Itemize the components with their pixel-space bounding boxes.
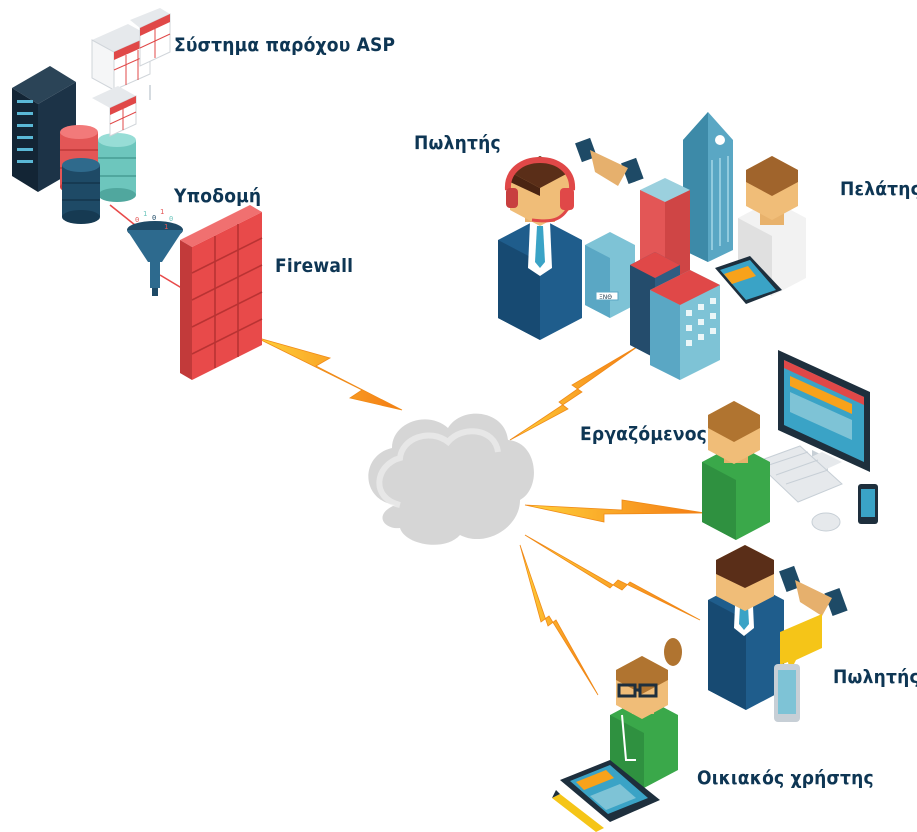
svg-text:1: 1 [160, 208, 164, 216]
keyboard-icon [755, 445, 843, 503]
tablet-icon [560, 760, 660, 822]
handshake-icon [575, 137, 644, 186]
lightning-bolt-salesman-bottom [524, 534, 701, 621]
label-asp-system: Σύστημα παρόχου ASP [174, 34, 396, 56]
spreadsheet-icons [91, 8, 171, 137]
data-funnel-icon: 01 01 01 1 [127, 208, 183, 296]
svg-text:0: 0 [152, 214, 156, 222]
lightning-bolt-employee [524, 499, 706, 523]
tablet-icon [715, 256, 782, 304]
svg-text:1: 1 [143, 210, 147, 218]
lightning-bolt-salesman-top [509, 344, 641, 441]
city-buildings-icon: ΞΝΘ [585, 112, 733, 380]
label-home-user: Οικιακός χρήστης [697, 767, 874, 789]
svg-text:1: 1 [164, 223, 168, 231]
handshake-icon [779, 565, 848, 617]
chat-bubble-icon [780, 614, 822, 672]
label-salesman-top: Πωλητής [414, 132, 501, 154]
lightning-bolt-firewall [254, 336, 403, 411]
label-infrastructure: Υποδομή [174, 185, 262, 207]
lightning-bolt-home-user [519, 544, 599, 696]
spreadsheet-icon [130, 8, 171, 67]
smartphone-icon [774, 664, 800, 722]
employee-icon [702, 401, 770, 540]
binary-digits-icon: 01 01 01 1 [135, 208, 173, 232]
computer-monitor-icon [778, 350, 870, 472]
svg-text:1: 1 [140, 224, 144, 232]
home-user-icon [610, 638, 682, 788]
label-firewall: Firewall [275, 255, 354, 277]
svg-text:0: 0 [135, 216, 139, 224]
building-sign: ΞΝΘ [599, 294, 612, 301]
label-salesman-bottom: Πωλητής [833, 666, 917, 688]
lightning-bolts [254, 336, 706, 696]
pencil-icon [552, 790, 604, 832]
glasses-icon [617, 683, 658, 698]
mouse-icon [811, 512, 841, 532]
firewall-icon [180, 205, 263, 380]
salesman-headset-icon [498, 156, 582, 340]
spreadsheet-icon [92, 86, 137, 137]
database-icon-teal [98, 133, 136, 202]
salesman-icon [708, 545, 784, 710]
database-icon-navy [62, 158, 100, 224]
smartphone-icon [858, 484, 878, 524]
svg-text:0: 0 [169, 215, 173, 223]
label-employee: Εργαζόμενος [580, 423, 707, 445]
cloud-icon [368, 413, 534, 545]
label-customer: Πελάτης [840, 178, 917, 200]
